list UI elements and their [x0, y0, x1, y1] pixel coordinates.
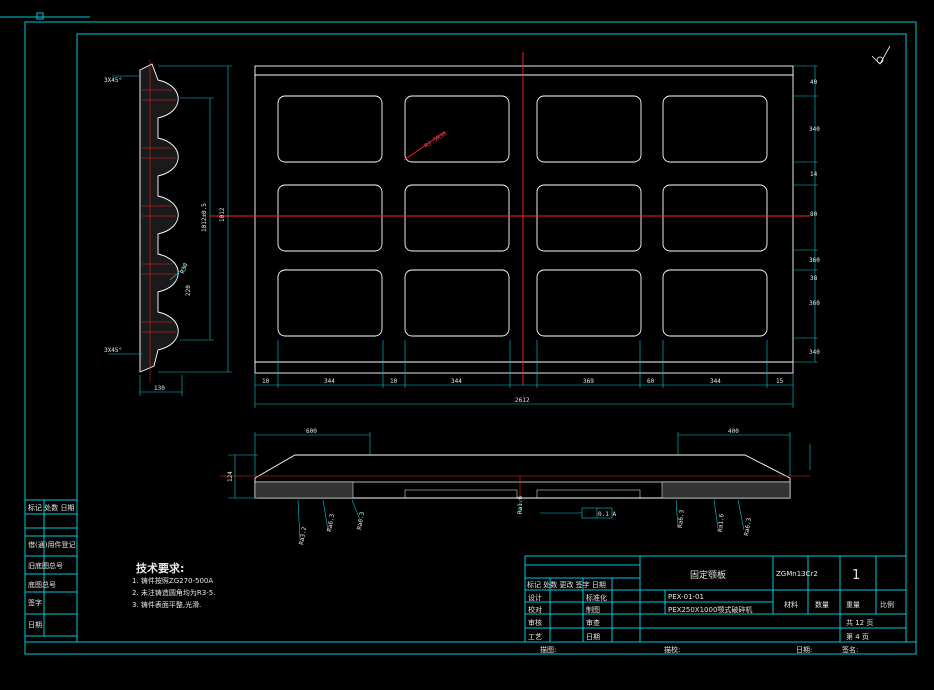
dim-r1: 340 — [809, 126, 820, 133]
datum-ref: 0.1 A — [598, 511, 616, 518]
dim-b4: 369 — [583, 378, 594, 385]
pocket-2-3 — [662, 269, 768, 337]
pocket-0-2 — [536, 95, 642, 163]
dim-b6: 344 — [710, 378, 721, 385]
dim-r0: 40 — [810, 79, 818, 86]
note-item: 1. 铸件按照ZG270-500A — [132, 577, 214, 585]
sidebar-label: 底图总号 — [28, 581, 56, 589]
title-block — [25, 555, 916, 643]
part-name: 固定颚板 — [690, 571, 727, 581]
tb-right: 比例 — [880, 601, 894, 609]
bottom-chamfer: 3X45° — [104, 347, 122, 354]
tb-right: 材料 — [784, 601, 798, 609]
pitch-dim: R3.5R36 — [423, 130, 448, 150]
ra-3: Ra1.6 — [517, 496, 524, 514]
footer-label: 日期: — [796, 646, 813, 654]
top-view — [254, 65, 794, 374]
tb-mid: 日期 — [586, 633, 600, 641]
product-name: PEX250X1000颚式破碎机 — [668, 606, 753, 614]
ra-5: Ra1.6 — [717, 513, 726, 532]
drawing-frame — [0, 12, 917, 655]
pocket-2-0 — [277, 269, 383, 337]
pocket-grid — [277, 95, 768, 337]
ra-2: Ra6.3 — [356, 511, 366, 530]
dim-r7: 340 — [809, 349, 820, 356]
dim-b0: 10 — [262, 378, 270, 385]
sheet-no: 第 4 页 — [846, 633, 869, 641]
pocket-0-0 — [277, 95, 383, 163]
top-chamfer: 3X45° — [104, 77, 122, 84]
dim-b1: 344 — [324, 378, 335, 385]
footer-label: 签名: — [842, 646, 859, 654]
dim-b3: 344 — [451, 378, 462, 385]
pocket-2-1 — [404, 269, 510, 337]
pocket-0-3 — [662, 95, 768, 163]
sidebar-label: 借(通)用件登记 — [28, 541, 76, 549]
tb-right: 数量 — [815, 601, 829, 609]
ra-1: Ra6.3 — [326, 513, 336, 532]
pocket-1-2 — [536, 184, 642, 252]
sidebar-label: 签字 — [28, 599, 42, 607]
sidebar-label: 旧底图总号 — [28, 562, 63, 570]
overall-height: 1012 — [219, 207, 226, 222]
dim-r2: 14 — [810, 171, 818, 178]
overall-width: 2612 — [515, 397, 530, 404]
drawing-number: PEX-01-01 — [668, 593, 704, 601]
pocket-1-1 — [404, 184, 510, 252]
dim-b5: 60 — [647, 378, 655, 385]
note-item: 2. 未注铸造圆角均为R3-5. — [132, 589, 216, 597]
tb-mid: 审查 — [586, 619, 600, 627]
tb-right: 重量 — [846, 601, 860, 609]
note-item: 3. 铸件表面平整,光滑. — [132, 601, 202, 609]
center-lines — [210, 52, 810, 385]
dim-b2: 10 — [390, 378, 398, 385]
tb-row: 审核 — [528, 619, 542, 627]
sidebar-label: 标记 处数 日期 — [28, 504, 75, 512]
sidebar-label: 日期 — [28, 621, 42, 629]
tb-row-header: 标记 处数 更改 签字 日期 — [527, 581, 606, 589]
ra-4: Ra6.3 — [677, 509, 686, 528]
tb-row: 校对 — [528, 606, 542, 614]
section-view: 600 400 124 0.1 A Ra3.2 Ra6.3 Ra6.3 Ra1.… — [220, 428, 811, 545]
dim-r3: 80 — [810, 211, 818, 218]
dim-b7: 15 — [776, 378, 784, 385]
dim-r5: 38 — [810, 275, 818, 282]
notes-title: 技术要求: — [136, 562, 185, 575]
dim-r6: 360 — [809, 300, 820, 307]
tb-row: 工艺 — [528, 633, 542, 641]
right-length: 400 — [728, 428, 739, 435]
pocket-2-2 — [536, 269, 642, 337]
top-view-dimensions — [254, 65, 818, 408]
dim-r4: 360 — [809, 257, 820, 264]
left-length: 600 — [306, 428, 317, 435]
footer-label: 描图: — [540, 646, 557, 654]
tb-mid: 制图 — [586, 606, 600, 614]
quantity: 1 — [852, 568, 861, 583]
roughness-symbol-icon — [871, 45, 891, 65]
ra-6: Ra6.3 — [743, 517, 753, 536]
sheet-total: 共 12 页 — [846, 619, 874, 627]
section-height: 124 — [227, 471, 234, 482]
pocket-1-0 — [277, 184, 383, 252]
radius-dim: R30 — [179, 262, 189, 275]
pocket-1-3 — [662, 184, 768, 252]
tb-mid: 标准化 — [586, 594, 607, 602]
inner-dim: 1012±0.5 — [201, 203, 208, 232]
bottom-width: 130 — [154, 385, 165, 392]
side-view: 3X45° 3X45° 1012 1012±0.5 R30 220 130 — [104, 60, 232, 396]
material: ZGMn13Cr2 — [776, 570, 818, 578]
footer-label: 描校: — [664, 646, 681, 654]
pocket-0-1 — [404, 95, 510, 163]
pitch-side: 220 — [185, 285, 192, 296]
ra-0: Ra3.2 — [298, 526, 308, 545]
tb-row: 设计 — [528, 594, 542, 602]
